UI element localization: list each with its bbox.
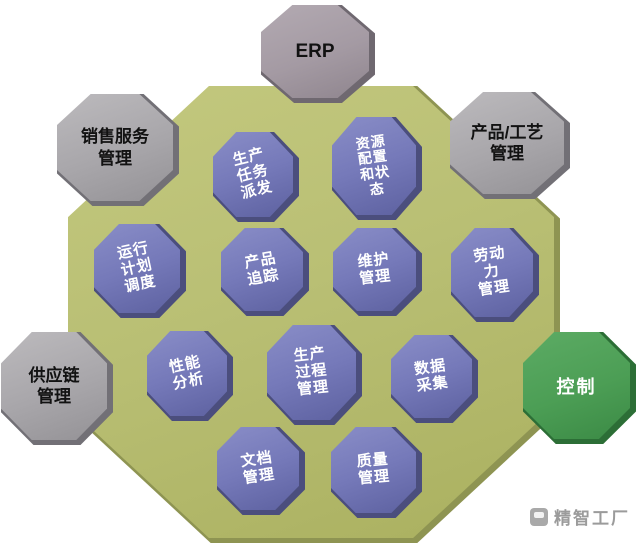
module-face: [267, 325, 356, 420]
module-label: 劳动 力 管理: [472, 244, 512, 299]
module-label: 生产 过程 管理: [292, 344, 330, 399]
watermark-text: 精智工厂: [554, 509, 630, 528]
node-control-label: 控制: [556, 376, 597, 397]
module-label: 性能 分析: [167, 352, 206, 393]
module-face: [213, 132, 293, 217]
module-face: [333, 228, 416, 311]
module-label: 文档 管理: [239, 448, 277, 487]
module-production-task-dispatch: 生产 任务 派发: [213, 132, 299, 222]
module-label: 数据 采集: [413, 356, 450, 395]
node-sales-face: [57, 94, 173, 201]
node-erp-label: ERP: [295, 40, 335, 62]
node-supply-chain-management: 供应链 管理: [1, 332, 113, 445]
node-sales-label: 销售服务 管理: [81, 127, 149, 168]
module-performance-analysis: 性能 分析: [147, 331, 233, 421]
module-document-management: 文档 管理: [217, 427, 305, 515]
module-face: [147, 331, 227, 416]
module-label: 资源 配置 和状 态: [354, 131, 391, 198]
module-maintenance-management: 维护 管理: [333, 228, 422, 316]
node-supply-face: [1, 332, 107, 440]
node-erp: ERP: [261, 5, 375, 103]
node-product-label: 产品/工艺 管理: [470, 122, 544, 163]
module-face: [94, 224, 180, 313]
module-face: [451, 228, 533, 317]
node-control-face: [523, 332, 630, 439]
module-label: 维护 管理: [356, 250, 393, 288]
node-product-face: [450, 92, 564, 194]
module-product-tracking: 产品 追踪: [221, 228, 309, 316]
node-supply-label: 供应链 管理: [28, 365, 80, 406]
node-sales-service-management: 销售服务 管理: [57, 94, 179, 206]
module-label: 生产 任务 派发: [231, 145, 275, 203]
module-face: [332, 117, 416, 215]
watermark: 精智工厂: [530, 504, 630, 529]
module-label: 质量 管理: [355, 450, 391, 488]
module-label: 运行 计划 调度: [115, 239, 158, 296]
module-data-collection: 数据 采集: [391, 335, 478, 423]
module-resource-allocation-and-status: 资源 配置 和状 态: [332, 117, 422, 220]
module-face: [391, 335, 472, 418]
node-control: 控制: [523, 332, 636, 444]
module-face: [331, 427, 416, 513]
module-face: [221, 228, 303, 311]
module-labor-management: 劳动 力 管理: [451, 228, 539, 322]
module-production-process-management: 生产 过程 管理: [267, 325, 362, 425]
node-erp-face: [261, 5, 369, 98]
module-label: 产品 追踪: [243, 249, 281, 289]
module-face: [217, 427, 299, 510]
node-product-process-management: 产品/工艺 管理: [450, 92, 570, 199]
module-quality-management: 质量 管理: [331, 427, 422, 518]
module-operation-plan-scheduling: 运行 计划 调度: [94, 224, 186, 318]
brand-icon: [530, 507, 548, 526]
